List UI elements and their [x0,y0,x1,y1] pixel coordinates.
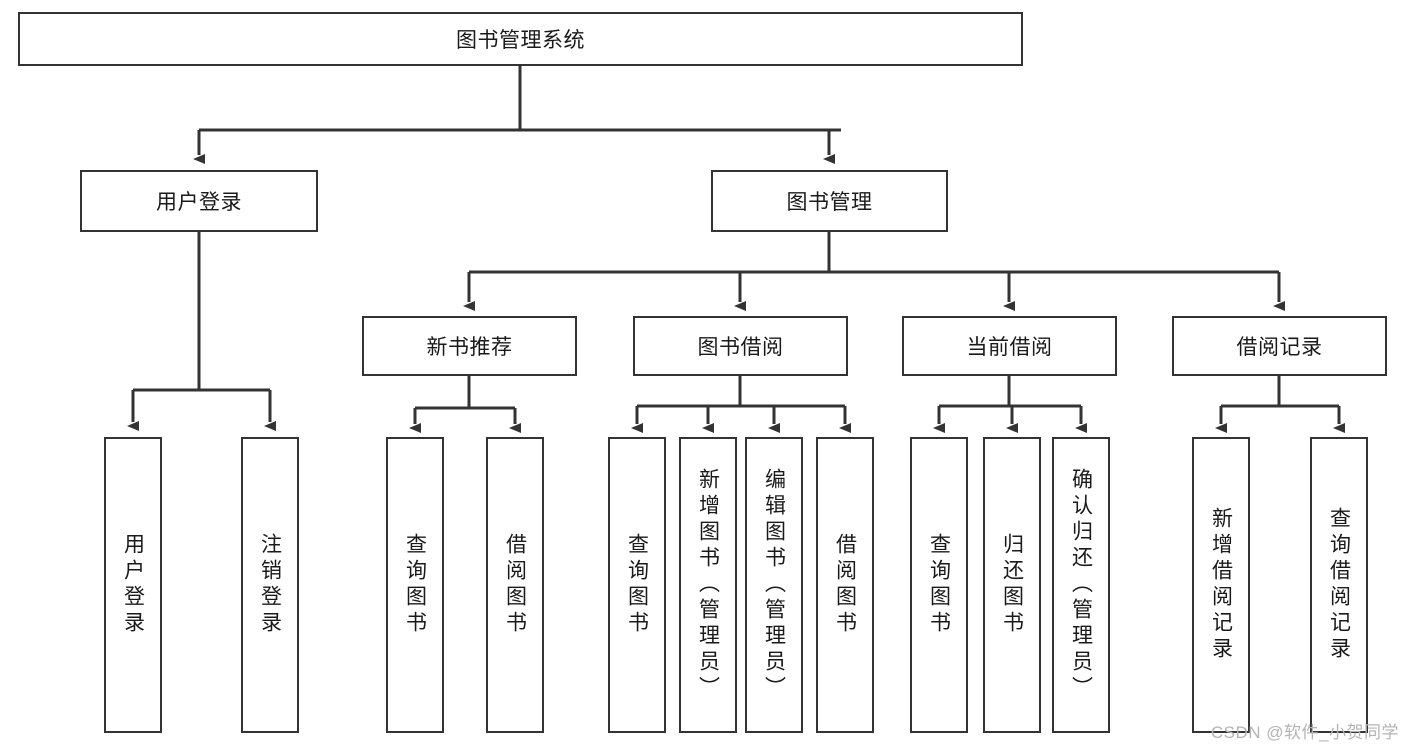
leaf-node-add-book[interactable]: 新增图书（管理员） [679,437,737,733]
leaf-node-confirm-return[interactable]: 确认归还（管理员） [1052,437,1110,733]
leaf-node-query-book-2[interactable]: 查询图书 [608,437,666,733]
node-book-borrow[interactable]: 图书借阅 [633,316,848,376]
node-label: 借阅图书 [833,533,857,637]
node-label: 归还图书 [1000,533,1024,637]
node-label: 借阅图书 [503,533,527,637]
node-label: 查询图书 [403,533,427,637]
leaf-node-borrow-book-1[interactable]: 借阅图书 [486,437,544,733]
node-label: 查询图书 [625,533,649,637]
leaf-node-add-borrow-record[interactable]: 新增借阅记录 [1192,437,1250,733]
node-book-management[interactable]: 图书管理 [711,170,948,232]
node-label: 编辑图书（管理员） [762,468,786,702]
leaf-node-edit-book[interactable]: 编辑图书（管理员） [745,437,803,733]
node-label: 借阅记录 [1236,336,1323,359]
node-label: 图书管理系统 [456,29,585,52]
node-label: 查询借阅记录 [1327,507,1351,663]
node-label: 用户登录 [121,533,145,637]
node-label: 注销登录 [258,533,282,637]
node-label: 新增借阅记录 [1209,507,1233,663]
leaf-node-query-borrow-record[interactable]: 查询借阅记录 [1310,437,1368,733]
node-label: 新增图书（管理员） [696,468,720,702]
leaf-node-user-login[interactable]: 用户登录 [104,437,162,733]
node-label: 图书借阅 [697,336,784,359]
node-current-borrow[interactable]: 当前借阅 [902,316,1117,376]
leaf-node-query-book-3[interactable]: 查询图书 [910,437,968,733]
watermark-text: CSDN @软件_小贺同学 [1210,723,1399,742]
node-user-login[interactable]: 用户登录 [80,170,318,232]
node-label: 当前借阅 [966,336,1053,359]
leaf-node-borrow-book-2[interactable]: 借阅图书 [816,437,874,733]
node-borrow-record[interactable]: 借阅记录 [1172,316,1387,376]
leaf-node-query-book-1[interactable]: 查询图书 [386,437,444,733]
node-label: 图书管理 [786,191,873,214]
node-label: 确认归还（管理员） [1069,468,1093,702]
node-label: 用户登录 [156,191,242,214]
node-new-book-recommend[interactable]: 新书推荐 [362,316,577,376]
node-label: 查询图书 [927,533,951,637]
leaf-node-logout[interactable]: 注销登录 [241,437,299,733]
node-root[interactable]: 图书管理系统 [18,12,1023,66]
leaf-node-return-book[interactable]: 归还图书 [983,437,1041,733]
node-label: 新书推荐 [426,336,513,359]
